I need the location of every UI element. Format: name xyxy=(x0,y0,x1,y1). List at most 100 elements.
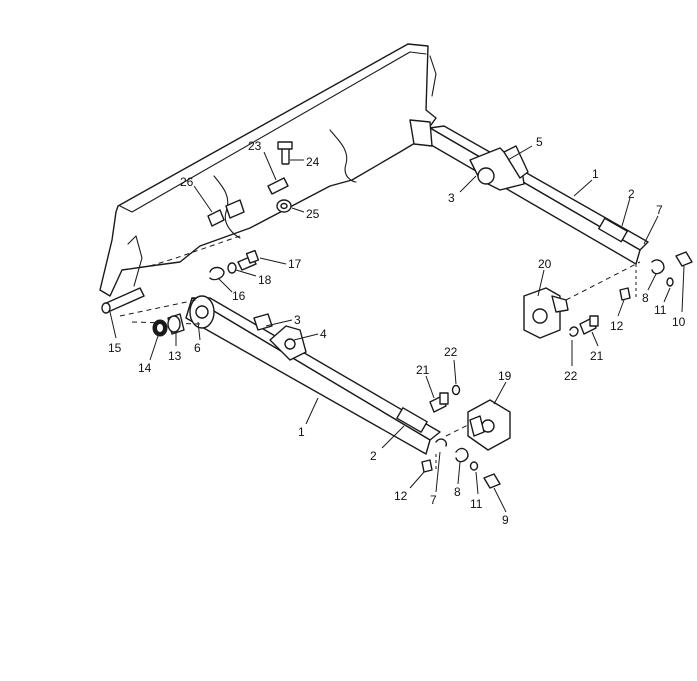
washer-22-near xyxy=(451,384,461,396)
callout-5: 5 xyxy=(536,135,543,149)
bushing-14-bore xyxy=(157,324,163,332)
right-far-hardware xyxy=(523,251,693,339)
leader-8-far xyxy=(647,273,657,291)
blade-cutting-edge xyxy=(149,235,241,267)
leader-21-near xyxy=(425,375,435,399)
callout-10: 10 xyxy=(672,315,686,329)
leader-2-near xyxy=(381,425,405,449)
right-near-hardware xyxy=(421,384,511,489)
bracket-20-hole xyxy=(532,308,548,324)
callout-4: 4 xyxy=(320,327,327,341)
leader-5 xyxy=(507,145,533,161)
washer-11-far xyxy=(666,277,674,287)
leader-10 xyxy=(681,265,685,313)
leader-7-far xyxy=(643,215,659,245)
near-dash-link xyxy=(445,423,471,437)
bolt-10 xyxy=(675,251,693,267)
leader-18 xyxy=(235,269,257,277)
leader-12-far xyxy=(617,299,625,317)
far-push-beam xyxy=(409,119,649,265)
far-dash-link xyxy=(565,261,641,301)
bracket-20-boss xyxy=(551,295,569,313)
callout-8-near: 8 xyxy=(454,485,461,499)
clamp-7-near xyxy=(435,438,448,447)
fitting-26 xyxy=(207,209,225,227)
callout-labels: 1 1 2 2 3 3 4 5 6 7 7 8 8 9 10 11 11 12 … xyxy=(108,135,686,527)
leader-21-far xyxy=(591,331,599,347)
blade-right-edge xyxy=(429,55,437,97)
washer-11-near xyxy=(469,461,479,471)
pin-23 xyxy=(267,177,289,195)
callout-1-far: 1 xyxy=(592,167,599,181)
bolt-17-head xyxy=(245,249,260,264)
leader-14 xyxy=(149,335,159,361)
callout-6: 6 xyxy=(194,341,201,355)
callout-3-far: 3 xyxy=(448,191,455,205)
leader-9 xyxy=(493,487,507,513)
bolt-9 xyxy=(483,473,501,489)
leader-20 xyxy=(537,269,545,297)
callout-11-far: 11 xyxy=(654,303,667,317)
leader-15 xyxy=(109,311,117,339)
nut-12-near xyxy=(421,459,433,473)
callout-17: 17 xyxy=(288,257,302,271)
bolt-21-near-head xyxy=(439,392,449,405)
near-push-beam xyxy=(185,295,441,455)
pin-guide xyxy=(119,299,197,317)
near-beam-lug xyxy=(253,313,273,331)
far-trunnion-hole xyxy=(477,167,495,185)
callout-2-near: 2 xyxy=(370,449,377,463)
leader-8-near xyxy=(457,461,461,485)
washer-22-far xyxy=(569,326,579,337)
callout-24: 24 xyxy=(306,155,320,169)
callout-18: 18 xyxy=(258,273,272,287)
pin-15-head xyxy=(101,302,111,314)
callout-22-near: 22 xyxy=(444,345,458,359)
blade-top-edge xyxy=(119,51,427,213)
near-beam-side xyxy=(185,297,431,455)
blade-rib-1 xyxy=(329,129,357,183)
leader-lines xyxy=(109,145,685,513)
callout-9: 9 xyxy=(502,513,509,527)
far-beam-side xyxy=(425,127,641,265)
leader-1-near xyxy=(305,397,319,425)
callout-1-near: 1 xyxy=(298,425,305,439)
callout-26: 26 xyxy=(180,175,194,189)
near-beam-end-hole xyxy=(195,305,209,319)
center-hardware xyxy=(207,141,293,227)
leader-19 xyxy=(493,381,507,405)
clamp-8-near xyxy=(455,447,469,463)
washer-18 xyxy=(227,262,237,274)
leader-16 xyxy=(217,277,233,293)
nut-25-bore xyxy=(280,202,288,210)
leader-1-far xyxy=(573,179,593,197)
callout-12-far: 12 xyxy=(610,319,624,333)
callout-15: 15 xyxy=(108,341,122,355)
leader-11-far xyxy=(663,287,671,303)
blade-outline xyxy=(99,43,437,297)
leader-11-near xyxy=(475,471,479,495)
near-beam-end-plate xyxy=(396,407,428,433)
callout-14: 14 xyxy=(138,361,152,375)
leader-22-near xyxy=(453,359,457,385)
sleeve-13-face xyxy=(167,315,181,333)
far-beam-end-plate xyxy=(598,217,628,243)
near-trunnion-hole xyxy=(284,338,296,350)
callout-12-near: 12 xyxy=(394,489,408,503)
leader-23 xyxy=(263,151,277,181)
callout-19: 19 xyxy=(498,369,512,383)
callout-13: 13 xyxy=(168,349,182,363)
leader-3-far xyxy=(459,175,477,193)
callout-11-near: 11 xyxy=(470,497,483,511)
callout-21-near: 21 xyxy=(416,363,430,377)
leader-3-near xyxy=(265,319,293,327)
blade-rib-2 xyxy=(213,175,241,239)
callout-21-far: 21 xyxy=(590,349,604,363)
callout-23: 23 xyxy=(248,139,262,153)
callout-8-far: 8 xyxy=(642,291,649,305)
callout-3-near: 3 xyxy=(294,313,301,327)
blade-lower-lip xyxy=(127,235,143,287)
left-pivot-hardware xyxy=(101,249,260,337)
nut-12-far xyxy=(619,287,631,301)
leader-12-near xyxy=(409,471,425,489)
